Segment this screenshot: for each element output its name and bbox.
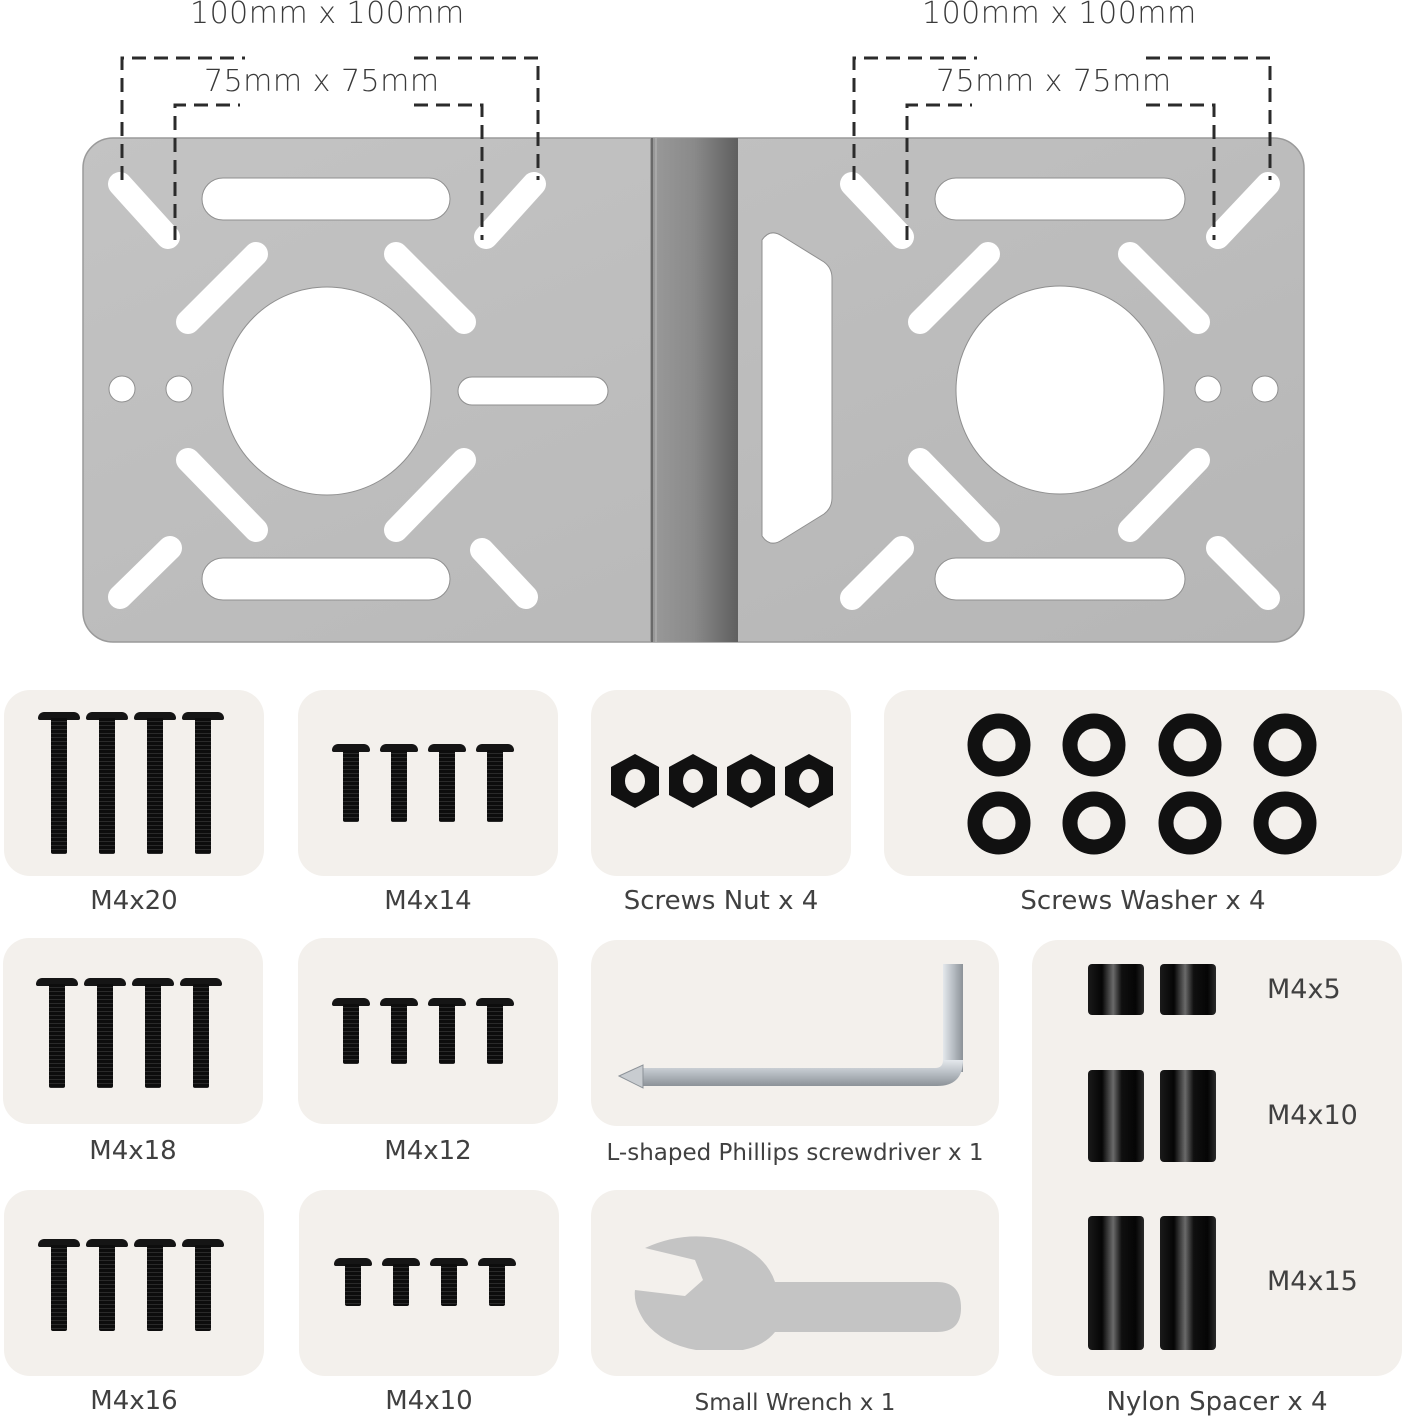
spacer-m4x10-a <box>1088 1070 1144 1162</box>
part-card-m4x14 <box>298 690 558 876</box>
part-label-m4x12: M4x12 <box>384 1136 472 1166</box>
vesa-adapter-plate-illustration: 100mm x 100mm 75mm x 75mm 100mm x 100mm … <box>0 0 1405 660</box>
part-card-m4x18 <box>3 938 263 1124</box>
spacer-m4x15-a <box>1088 1216 1144 1350</box>
hex-nuts-image <box>611 754 833 808</box>
part-label-wrench: Small Wrench x 1 <box>694 1390 896 1416</box>
small-wrench-image <box>634 1236 961 1350</box>
l-shaped-screwdriver-image <box>617 964 963 1089</box>
part-label-m4x10: M4x10 <box>385 1386 473 1416</box>
hardware-parts-grid: M4x20 M4x14 Screws Nut x 4 <box>0 680 1405 1424</box>
part-card-m4x10 <box>299 1190 559 1376</box>
part-label-screwdriver: L-shaped Phillips screwdriver x 1 <box>606 1140 984 1166</box>
screws-m4x20-image <box>38 712 230 854</box>
screws-m4x10-image <box>334 1258 526 1306</box>
part-label-m4x20: M4x20 <box>90 886 178 916</box>
screws-m4x18-image <box>36 978 228 1088</box>
left-inner-dimension-label: 75mm x 75mm <box>204 64 440 99</box>
screws-m4x12-image <box>332 998 524 1064</box>
screws-m4x16-image <box>38 1239 230 1331</box>
part-card-m4x12 <box>298 938 558 1124</box>
spacer-m4x10-b <box>1160 1070 1216 1162</box>
spacer-m4x5-a <box>1088 964 1144 1015</box>
part-card-screwdriver <box>591 940 999 1126</box>
part-card-washers <box>884 690 1402 876</box>
spacer-size-m4x10: M4x10 <box>1267 1100 1358 1131</box>
left-outer-dimension-label: 100mm x 100mm <box>190 0 465 31</box>
right-outer-dimension-label: 100mm x 100mm <box>922 0 1197 31</box>
part-label-nuts: Screws Nut x 4 <box>623 886 819 916</box>
part-label-spacers: Nylon Spacer x 4 <box>1106 1387 1328 1417</box>
spacer-size-m4x5: M4x5 <box>1267 974 1341 1005</box>
part-card-m4x20 <box>4 690 264 876</box>
part-card-m4x16 <box>4 1190 264 1376</box>
spacer-m4x15-b <box>1160 1216 1216 1350</box>
screws-m4x14-image <box>332 744 524 822</box>
part-label-m4x18: M4x18 <box>89 1136 177 1166</box>
part-label-m4x16: M4x16 <box>90 1386 178 1416</box>
part-label-m4x14: M4x14 <box>384 886 472 916</box>
spacer-m4x5-b <box>1160 964 1216 1015</box>
right-inner-dimension-label: 75mm x 75mm <box>936 64 1172 99</box>
part-label-washers: Screws Washer x 4 <box>1020 886 1266 916</box>
washers-image <box>967 713 1317 855</box>
plate-drawing <box>82 56 1305 643</box>
spacer-size-m4x15: M4x15 <box>1267 1266 1358 1297</box>
